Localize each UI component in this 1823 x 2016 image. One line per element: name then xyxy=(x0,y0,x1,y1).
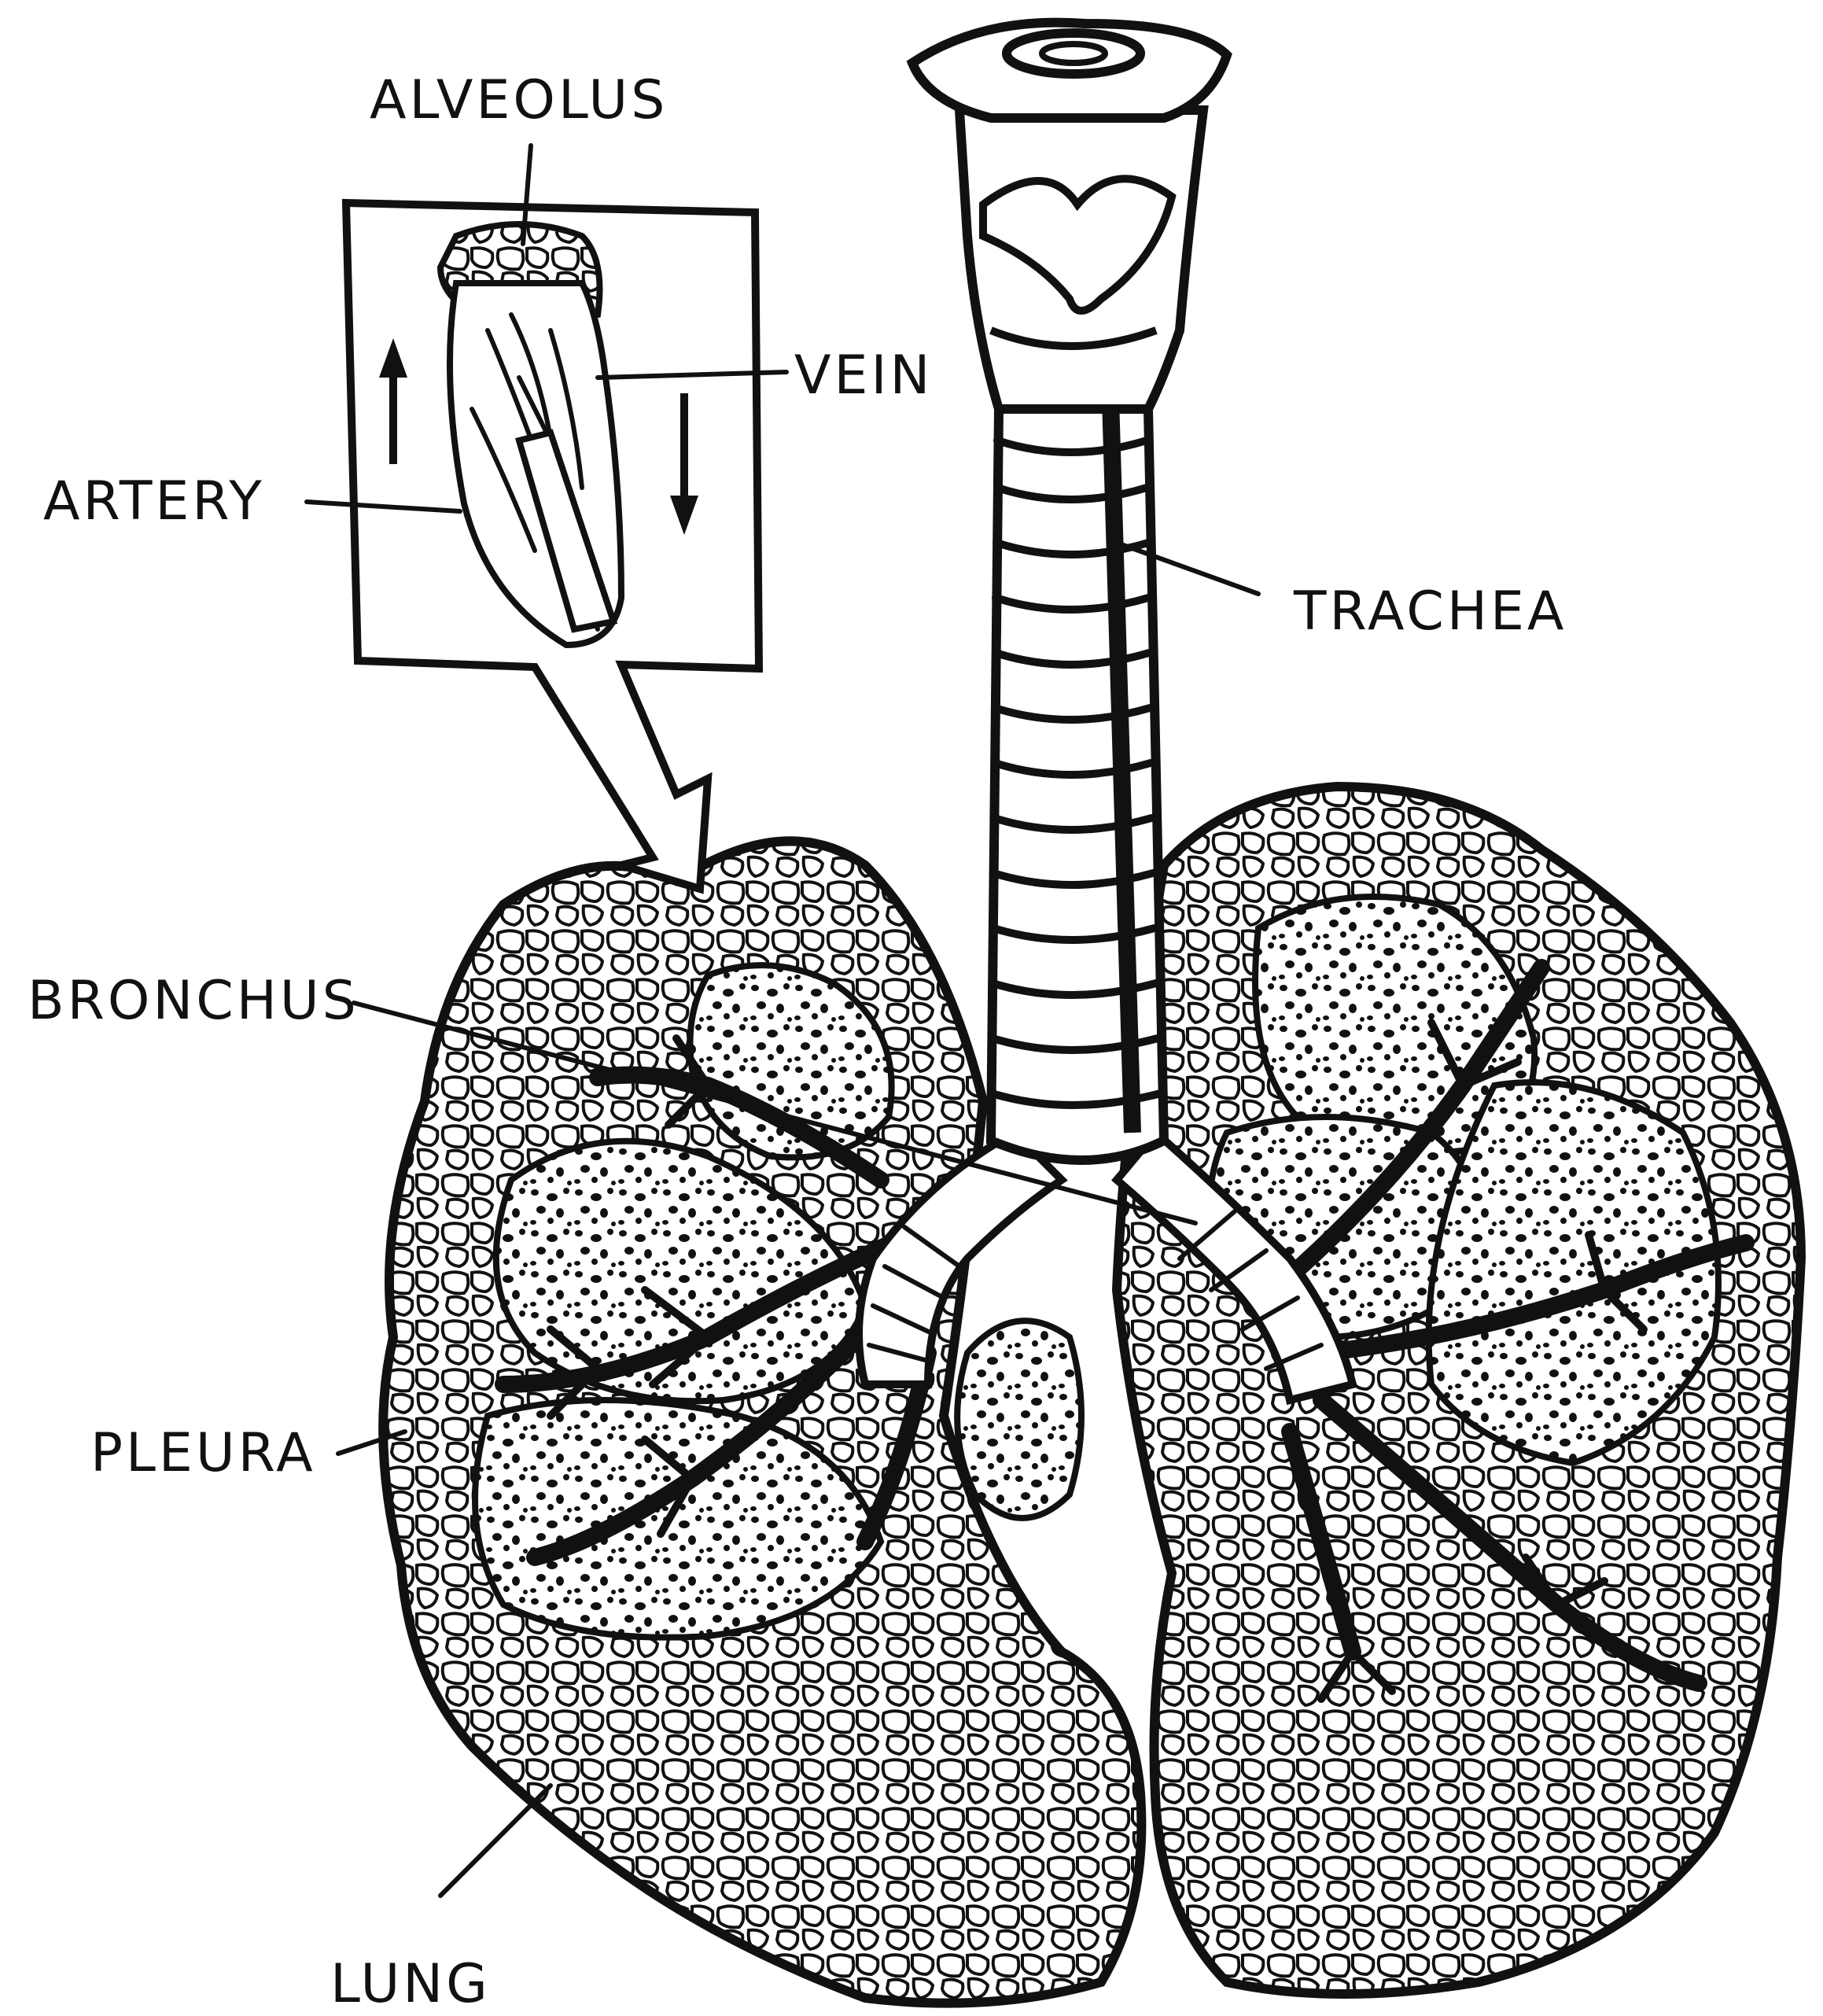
label-alveolus: ALVEOLUS xyxy=(370,69,668,131)
label-bronchus: BRONCHUS xyxy=(28,970,359,1032)
label-artery: ARTERY xyxy=(43,470,265,533)
label-trachea: TRACHEA xyxy=(1293,580,1567,643)
central-lobe xyxy=(957,1321,1081,1518)
right-lung xyxy=(1117,787,1801,1994)
alveolus-inset xyxy=(346,203,759,889)
label-vein: VEIN xyxy=(794,345,933,407)
label-lung: LUNG xyxy=(330,1953,491,2015)
label-pleura: PLEURA xyxy=(90,1422,316,1484)
lung-leader xyxy=(440,1786,551,1896)
airway-opening xyxy=(1007,33,1140,74)
